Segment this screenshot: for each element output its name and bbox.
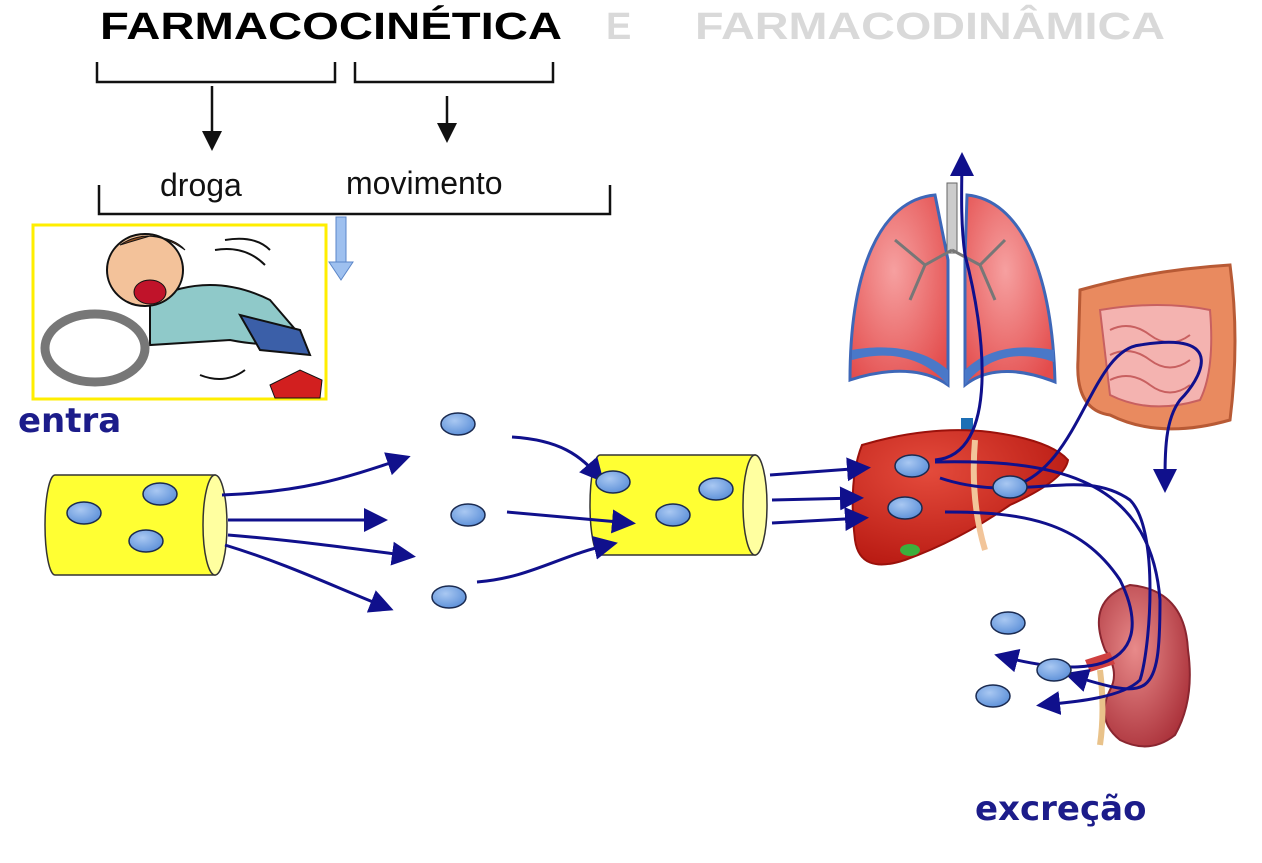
molecule [142, 482, 178, 506]
title-pharmacodynamics: FARMACODINÂMICA [695, 4, 1165, 48]
cartoon-driver-image [31, 223, 328, 401]
brackets [95, 62, 612, 216]
molecule [595, 470, 631, 494]
intestines-image [1076, 263, 1237, 431]
molecule [450, 503, 486, 527]
title-pharmacokinetics: FARMACOCINÉTICA [100, 4, 562, 48]
lungs-image [848, 182, 1057, 389]
molecule [975, 684, 1011, 708]
molecule [128, 529, 164, 553]
molecule [66, 501, 102, 525]
membrane-cylinder-1 [44, 474, 228, 576]
molecule [990, 611, 1026, 635]
label-movement: movimento [346, 165, 503, 201]
molecule [698, 477, 734, 501]
label-drug: droga [160, 167, 242, 203]
molecule [440, 412, 476, 436]
flow-arrows [221, 152, 1203, 715]
drug-molecules [66, 412, 1072, 708]
title-and: E [606, 6, 631, 48]
molecule [655, 503, 691, 527]
liver-image [851, 418, 1070, 566]
molecule [887, 496, 923, 520]
kidney-image [1085, 583, 1191, 748]
molecule [894, 454, 930, 478]
molecule [1036, 658, 1072, 682]
label-excretion: excreção [975, 789, 1146, 829]
label-entry: entra [18, 401, 121, 441]
molecule [992, 475, 1028, 499]
down-arrow-icon [328, 216, 354, 281]
molecule [431, 585, 467, 609]
